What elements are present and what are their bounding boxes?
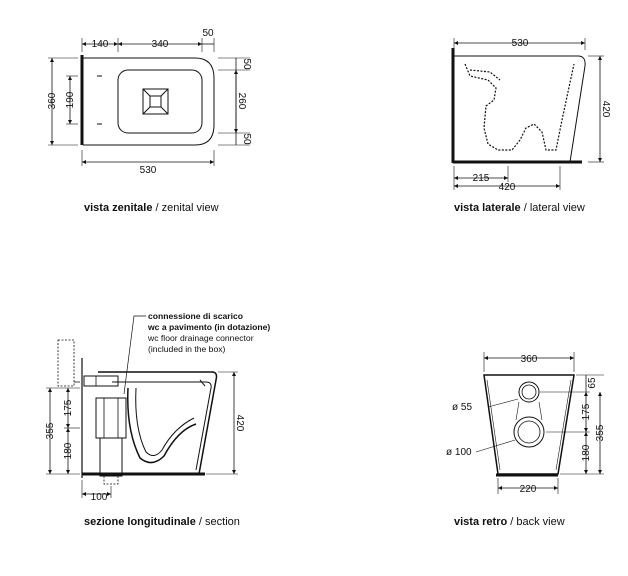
bowl-outline (483, 374, 575, 475)
bowl-outline (454, 55, 586, 163)
caption-lateral: vista laterale / lateral view (454, 202, 585, 214)
caption-zenithal-it: vista zenitale (84, 202, 153, 214)
caption-back: vista retro / back view (454, 516, 565, 528)
label-hole-100: ø 100 (446, 447, 472, 458)
caption-lateral-it: vista laterale (454, 202, 521, 214)
dim-420-bottom: 420 (499, 182, 516, 193)
dim-175: 175 (581, 403, 592, 420)
note-leader (123, 315, 146, 395)
dim-175: 175 (63, 399, 74, 416)
note-en-line-2: (included in the box) (148, 344, 226, 354)
dim-420: 420 (600, 101, 611, 118)
dim-360: 360 (521, 354, 538, 365)
internal-trap (464, 63, 575, 151)
trap (127, 387, 197, 464)
cistern (57, 339, 75, 387)
note-en-line-1: wc floor drainage connector (148, 333, 254, 343)
dim-100: 100 (91, 492, 108, 503)
dim-220: 220 (520, 484, 537, 495)
bowl-rim (117, 69, 203, 134)
zenithal-dimension-labels: 140 340 50 530 360 190 50 260 50 (47, 28, 252, 176)
lateral-view (451, 38, 604, 190)
section-note: connessione di scarico wc a pavimento (i… (148, 311, 270, 355)
label-hole-55: ø 55 (452, 402, 472, 413)
dim-140: 140 (92, 39, 109, 50)
dim-50-bottom: 50 (241, 133, 252, 145)
dim-355: 355 (595, 424, 606, 441)
dim-215: 215 (473, 173, 490, 184)
dim-530: 530 (512, 38, 529, 49)
caption-zenithal: vista zenitale / zenital view (84, 202, 219, 214)
bowl-outline (83, 57, 215, 146)
lateral-dimension-labels: 530 420 215 420 (473, 38, 611, 193)
dim-360: 360 (47, 92, 58, 109)
caption-zenithal-en: / zenital view (155, 202, 219, 214)
dim-50: 50 (202, 28, 214, 39)
caption-lateral-en: / lateral view (523, 202, 585, 214)
caption-section-it: sezione longitudinale (84, 516, 196, 528)
dim-180: 180 (63, 442, 74, 459)
caption-section: sezione longitudinale / section (84, 516, 240, 528)
section-dimension-labels: 355 175 180 420 100 (45, 399, 245, 503)
bowl-outline (98, 371, 218, 475)
zenithal-view (48, 38, 250, 166)
back-dimension-labels: 360 65 175 355 180 220 ø 55 ø 100 (446, 354, 606, 495)
drainage-connector (95, 397, 127, 439)
dim-180: 180 (581, 444, 592, 461)
hole-small (518, 381, 540, 403)
note-it-line-1: connessione di scarico (148, 311, 244, 321)
dim-190: 190 (65, 91, 76, 108)
caption-section-en: / section (198, 516, 240, 528)
back-view (475, 352, 604, 494)
caption-back-en: / back view (510, 516, 565, 528)
dim-340: 340 (152, 39, 169, 50)
dim-355: 355 (45, 422, 56, 439)
bowl-opening (142, 88, 169, 115)
dim-260: 260 (236, 93, 247, 110)
dim-65: 65 (587, 377, 598, 389)
section-view (46, 315, 238, 498)
hole-large (513, 416, 545, 448)
dim-50-top: 50 (241, 58, 252, 70)
dim-530: 530 (140, 165, 157, 176)
caption-back-it: vista retro (454, 516, 508, 528)
note-it-line-2: wc a pavimento (in dotazione) (148, 322, 271, 332)
dim-420: 420 (234, 415, 245, 432)
